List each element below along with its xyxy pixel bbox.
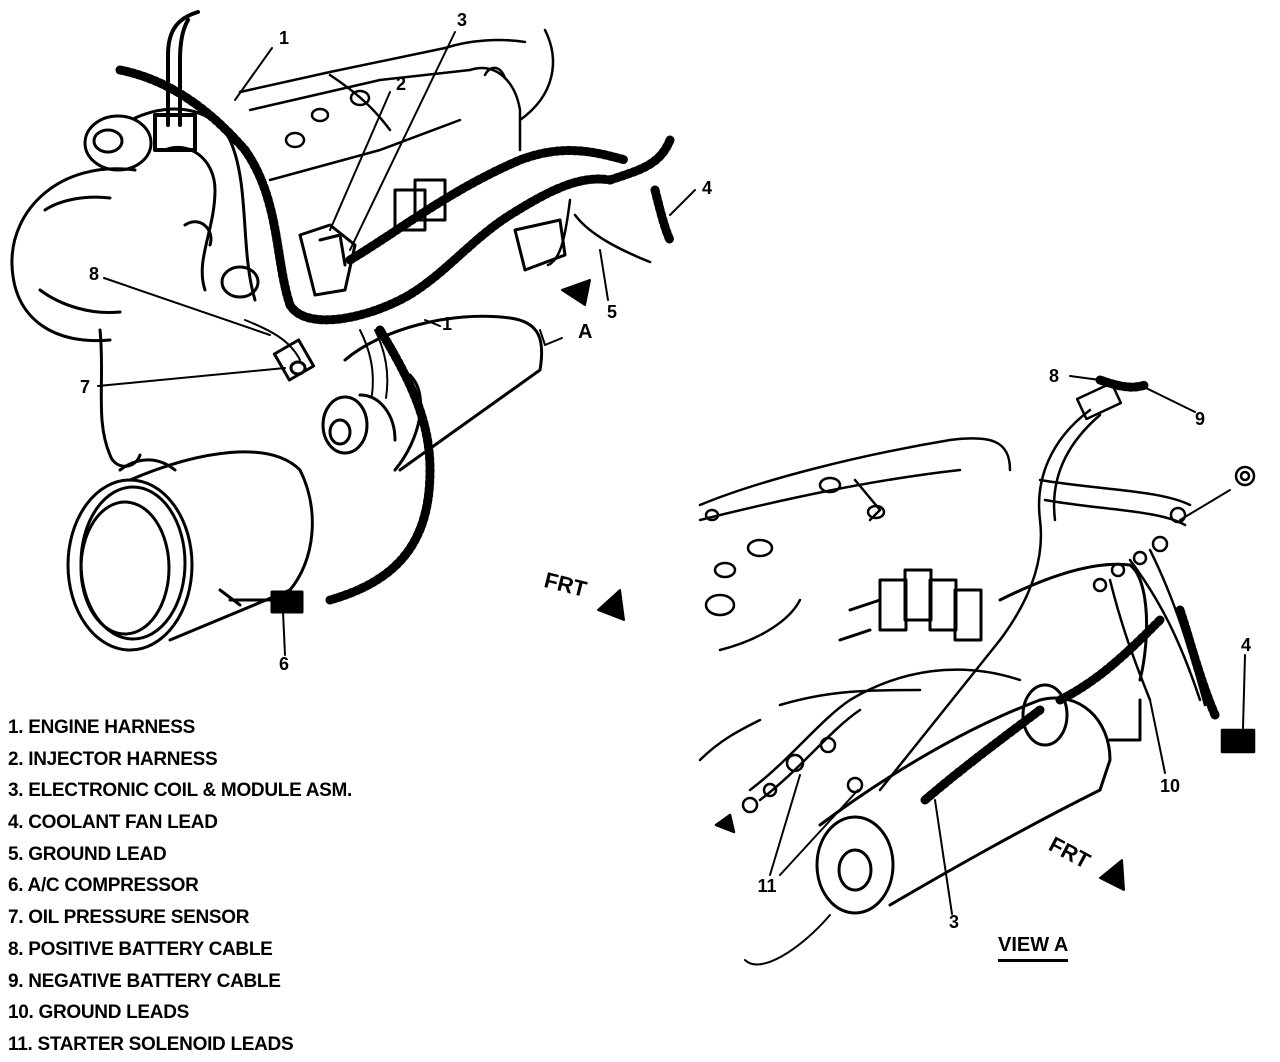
legend-item: 8. POSITIVE BATTERY CABLE xyxy=(8,938,273,960)
view-a-starter xyxy=(815,562,1149,915)
callout-6: 6 xyxy=(278,654,290,674)
callout-view-4: 4 xyxy=(1240,635,1252,655)
front-pulley xyxy=(10,167,137,343)
legend-item: 7. OIL PRESSURE SENSOR xyxy=(8,907,250,929)
callout-view-8: 8 xyxy=(1048,366,1060,386)
legend-item: 5. GROUND LEAD xyxy=(8,843,167,865)
callout-view-9: 9 xyxy=(1194,409,1206,429)
callout-1-secondary: 1 xyxy=(441,314,453,334)
callout-view-10: 10 xyxy=(1159,776,1181,796)
legend-item: 1. ENGINE HARNESS xyxy=(8,717,196,738)
engine-block xyxy=(238,28,555,182)
view-a-coil-pack xyxy=(838,568,983,642)
callout-3: 3 xyxy=(456,10,468,30)
legend-item: 2. INJECTOR HARNESS xyxy=(8,748,218,770)
view-a-illustration xyxy=(698,375,1256,966)
dipstick-tube xyxy=(153,10,200,152)
ac-compressor xyxy=(66,450,314,652)
callout-view-3: 3 xyxy=(948,912,960,932)
timing-cover xyxy=(98,107,260,468)
legend-item: 9. NEGATIVE BATTERY CABLE xyxy=(8,970,281,992)
parts-legend: 1. ENGINE HARNESS 2. INJECTOR HARNESS 3.… xyxy=(8,712,352,1061)
legend-item: 11. STARTER SOLENOID LEADS xyxy=(8,1033,294,1055)
view-a-marker: A xyxy=(578,321,593,343)
view-a-battery-cables xyxy=(748,381,1207,802)
legend-item: 4. COOLANT FAN LEAD xyxy=(8,812,218,834)
oil-pressure-sensor xyxy=(272,338,316,382)
view-a-terminals xyxy=(714,465,1256,834)
front-arrow-view-a-icon xyxy=(1099,859,1125,891)
callout-4: 4 xyxy=(701,178,713,198)
legend-item: 6. A/C COMPRESSOR xyxy=(8,875,199,897)
front-arrow-main-icon xyxy=(597,589,625,621)
ac-connector xyxy=(228,590,304,614)
view-a-arrow xyxy=(539,279,591,346)
coil-module xyxy=(298,178,567,297)
harness-outline xyxy=(244,319,389,399)
callout-8: 8 xyxy=(88,264,100,284)
engine-harness xyxy=(115,65,675,605)
callout-1: 1 xyxy=(278,28,290,48)
callout-5: 5 xyxy=(606,302,618,322)
ground-lead-wire xyxy=(546,198,652,267)
callout-view-11: 11 xyxy=(757,876,777,896)
view-a-title: VIEW A xyxy=(998,934,1069,962)
callout-2: 2 xyxy=(395,74,407,94)
view-a-leader-lines xyxy=(744,375,1246,966)
view-a-engine-block xyxy=(698,437,1012,762)
main-engine-view xyxy=(10,10,696,656)
legend-item: 10. GROUND LEADS xyxy=(8,1002,190,1024)
callout-7: 7 xyxy=(79,377,91,397)
legend-item: 3. ELECTRONIC COIL & MODULE ASM. xyxy=(8,780,353,802)
upper-pulley xyxy=(83,114,153,172)
main-leader-lines xyxy=(97,31,696,656)
